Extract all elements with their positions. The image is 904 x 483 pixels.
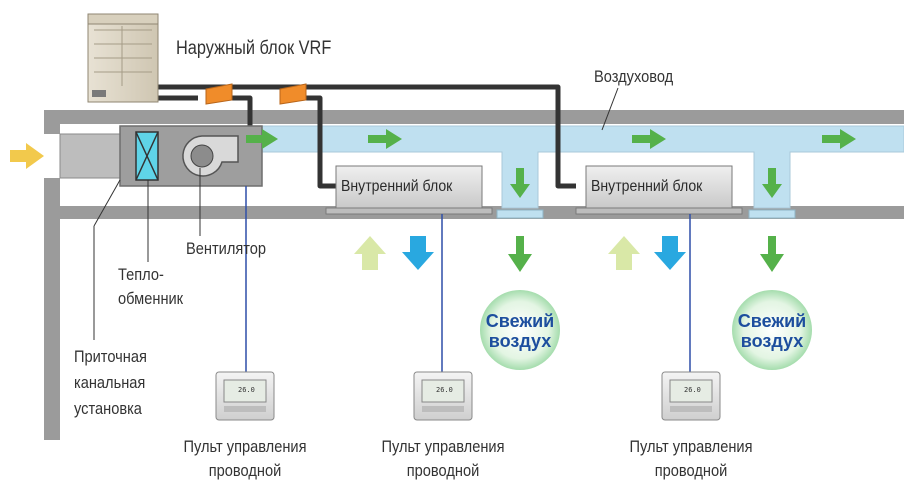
controller-2-buttons [422,406,464,412]
controller-3-label-2: проводной [654,461,728,480]
leader-duct [601,87,619,131]
diffuser-2 [748,209,796,219]
indoor-unit-1-grille [325,207,493,215]
controller-1-display: 26.0 [238,386,255,394]
controller-2-label-1: Пульт управления [381,437,505,456]
supply-arrow-1 [246,129,278,149]
indoor-unit-1-body [335,165,483,209]
cool-arrows [402,236,686,270]
hx-cross-b [135,131,159,181]
air-duct [261,125,904,219]
controller-1-label-1: Пульт управления [183,437,307,456]
fresh-air-2-line2: воздух [740,331,804,351]
fan-wheel [190,144,214,168]
duct-down-arrow-2 [762,168,782,198]
controller-2 [413,371,473,421]
return-arrows [354,236,640,270]
supply-arrow-3 [632,129,666,149]
controller-1 [215,371,275,421]
intake-duct [59,133,123,179]
controller-3-screen [669,379,713,403]
heat-exchanger-label-2: обменник [118,289,184,308]
leader-lines [93,87,619,340]
duct-down-arrow-1 [510,168,530,198]
return-up-arrow-2 [608,236,640,270]
cool-down-arrow-1 [402,236,434,270]
indoor-unit-1-label: Внутренний блок [341,178,453,195]
controller-3 [661,371,721,421]
heat-exchanger-label-1: Тепло- [118,265,164,284]
refrigerant-pipes [156,84,576,189]
fresh-air-2-line1: Свежий [737,311,807,331]
indoor-unit-2-label: Внутренний блок [591,178,703,195]
outdoor-unit-top [87,13,159,25]
controller-2-screen [421,379,465,403]
fresh-air-circle-2 [732,290,812,370]
refnet-joint-2 [279,83,307,105]
ahu-label-3: установка [74,399,142,418]
branch-pipe-1 [226,95,253,126]
indoor-unit-1 [325,165,493,215]
return-up-arrow-1 [354,236,386,270]
controller-2-display: 26.0 [436,386,453,394]
cool-down-arrow-2 [654,236,686,270]
indoor-unit-2 [575,165,743,215]
indoor-unit-2-body [585,165,733,209]
fresh-air-1-line2: воздух [488,331,552,351]
left-wall-lower [44,178,60,440]
intake-arrow [10,143,44,169]
fresh-down-arrow-2 [760,236,784,272]
outdoor-air-intake-arrow [10,143,44,169]
controller-1-screen [223,379,267,403]
supply-arrow-4 [822,129,856,149]
outdoor-unit [87,13,159,103]
control-wires [245,186,691,372]
refnet-joint-1 [205,83,233,105]
diffuser-1 [496,209,544,219]
branch-pipe-2 [305,95,336,189]
controller-3-display: 26.0 [684,386,701,394]
duct-body [261,125,904,209]
supply-arrow-2 [368,129,402,149]
controller-1-buttons [224,406,266,412]
controller-3-buttons [670,406,712,412]
upper-ceiling-slab [44,110,904,124]
ahu-label-1: Приточная [74,347,147,366]
main-pipe-outer [156,84,576,189]
supply-arrows [246,129,856,272]
indoor-unit-2-grille [575,207,743,215]
fresh-down-arrow-1 [508,236,532,272]
outdoor-unit-label: Наружный блок VRF [176,38,332,59]
fan-label: Вентилятор [186,239,267,258]
outdoor-unit-plate [92,90,106,97]
fresh-air-circle-1 [480,290,560,370]
ahu-label-2: канальная [74,373,146,392]
duct-label: Воздуховод [594,67,674,86]
leader-ahu [93,179,121,227]
air-handling-unit [59,125,263,187]
controller-3-label-1: Пульт управления [629,437,753,456]
controller-1-label-2: проводной [208,461,282,480]
fresh-air-1-line1: Свежий [485,311,555,331]
controller-2-label-2: проводной [406,461,480,480]
